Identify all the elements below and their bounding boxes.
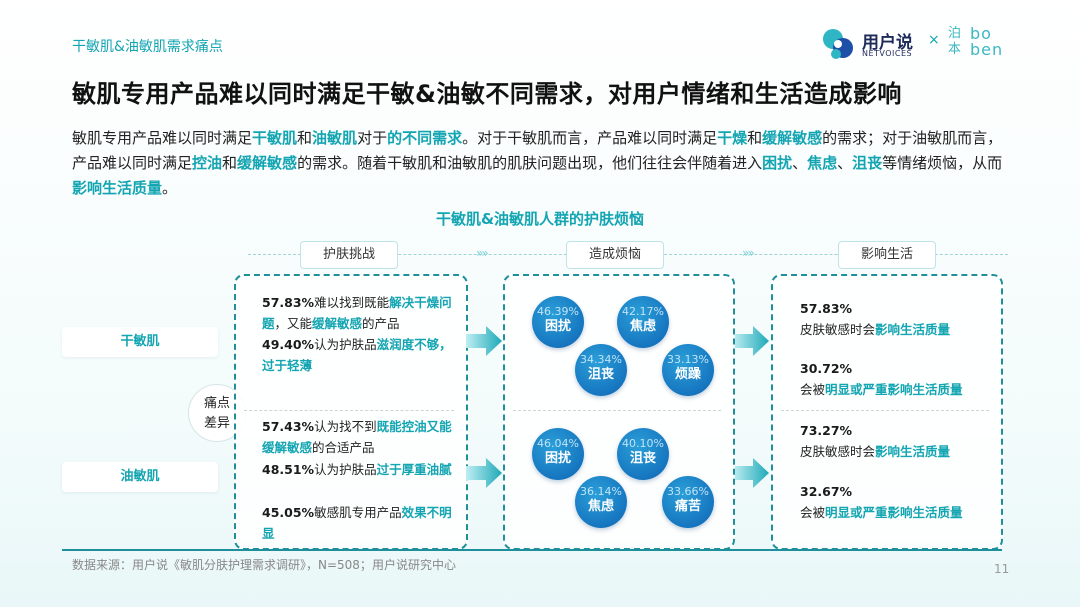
netvoices-logo-icon — [823, 29, 853, 59]
emotion-bubble: 33.13%烦躁 — [662, 344, 714, 396]
intro-text: 和 — [222, 154, 238, 172]
chevron-right-icon: »» — [476, 246, 489, 260]
emotion-bubble: 46.39%困扰 — [532, 296, 584, 348]
intro-highlight: 干燥 — [717, 129, 748, 147]
column-header-challenges: 护肤挑战 — [300, 241, 398, 269]
intro-highlight: 困扰 — [762, 154, 793, 172]
intro-text: 和 — [747, 129, 763, 147]
intro-text: 、 — [792, 154, 808, 172]
row-label-dry-sensitive: 干敏肌 — [62, 327, 218, 357]
intro-text: 。对于干敏肌而言，产品难以同时满足 — [462, 129, 718, 147]
intro-text: 的需求。随着干敏肌和油敏肌的肌肤问题出现，他们往往会伴随着进入 — [297, 154, 763, 172]
arrow-right-icon — [466, 458, 502, 488]
intro-highlight: 影响生活质量 — [72, 179, 163, 197]
intro-highlight: 干敏肌 — [252, 129, 298, 147]
intro-highlight: 油敏肌 — [312, 129, 358, 147]
intro-highlight: 焦虑 — [807, 154, 838, 172]
arrow-right-icon — [733, 458, 769, 488]
brand-logo: 用户说 NETVOICES × 泊本 bo ben — [820, 24, 1030, 64]
page-title: 敏肌专用产品难以同时满足干敏&油敏不同需求，对用户情绪和生活造成影响 — [72, 80, 902, 108]
challenge-item: 45.05%敏感肌专用产品效果不明显 — [262, 505, 452, 541]
intro-paragraph: 敏肌专用产品难以同时满足干敏肌和油敏肌对于的不同需求。对于干敏肌而言，产品难以同… — [72, 126, 1012, 201]
emotion-bubble: 34.34%沮丧 — [575, 344, 627, 396]
row-divider — [513, 410, 721, 411]
intro-highlight: 沮丧 — [852, 154, 883, 172]
emotion-bubble: 36.14%焦虑 — [575, 476, 627, 528]
partner-name-cn: 泊本 — [948, 26, 962, 57]
impact-item: 73.27%皮肤敏感时会影响生活质量 — [800, 423, 951, 459]
emotion-bubble: 40.10%沮丧 — [617, 428, 669, 480]
challenge-item: 57.83%难以找到既能解决干燥问题，又能缓解敏感的产品 — [262, 295, 452, 331]
intro-highlight: 的不同需求 — [387, 129, 463, 147]
intro-text: 对于 — [357, 129, 388, 147]
intro-highlight: 缓解敏感 — [762, 129, 823, 147]
intro-text: 敏肌专用产品难以同时满足 — [72, 129, 253, 147]
row-label-oily-sensitive: 油敏肌 — [62, 462, 218, 492]
intro-text: 。 — [162, 179, 178, 197]
intro-text: 等情绪烦恼，从而 — [882, 154, 1003, 172]
brand-sub: NETVOICES — [862, 49, 913, 58]
data-source-note: 数据来源：用户说《敏肌分肤护理需求调研》，N=508；用户说研究中心 — [72, 558, 456, 572]
footer-divider — [62, 549, 1002, 551]
arrow-right-icon — [466, 326, 502, 356]
challenge-item: 49.40%认为护肤品滋润度不够，过于轻薄 — [262, 337, 452, 373]
row-divider — [244, 410, 454, 411]
intro-text: 的需求；对于油敏肌而言，产品难以同时满足 — [72, 129, 1003, 172]
column-header-life-impact: 影响生活 — [838, 241, 936, 269]
intro-highlight: 控油 — [192, 154, 223, 172]
challenge-item: 57.43%认为找不到既能控油又能缓解敏感的合适产品 — [262, 419, 452, 455]
badge-line: 差异 — [203, 416, 230, 431]
diagram-title: 干敏肌&油敏肌人群的护肤烦恼 — [435, 210, 645, 228]
impact-item: 32.67%会被明显或严重影响生活质量 — [800, 484, 963, 520]
chevron-right-icon: »» — [742, 246, 755, 260]
emotion-bubble: 33.66%痛苦 — [662, 476, 714, 528]
section-tag: 干敏肌&油敏肌需求痛点 — [72, 39, 223, 55]
partner-name-en: bo ben — [970, 24, 1004, 59]
impact-item: 57.83%皮肤敏感时会影响生活质量 — [800, 301, 951, 337]
emotion-bubble: 46.04%困扰 — [532, 428, 584, 480]
column-header-troubles: 造成烦恼 — [566, 241, 664, 269]
intro-text: 、 — [837, 154, 853, 172]
row-divider — [781, 410, 989, 411]
logo-separator: × — [928, 32, 940, 48]
brand-name: 用户说 — [862, 33, 913, 53]
page-number: 11 — [994, 562, 1010, 576]
challenge-item: 48.51%认为护肤品过于厚重油腻 — [262, 462, 452, 477]
impact-item: 30.72%会被明显或严重影响生活质量 — [800, 361, 963, 397]
arrow-right-icon — [733, 326, 769, 356]
emotion-bubble: 42.17%焦虑 — [617, 296, 669, 348]
intro-highlight: 缓解敏感 — [237, 154, 298, 172]
badge-line: 痛点 — [203, 396, 230, 411]
intro-text: 和 — [297, 129, 313, 147]
